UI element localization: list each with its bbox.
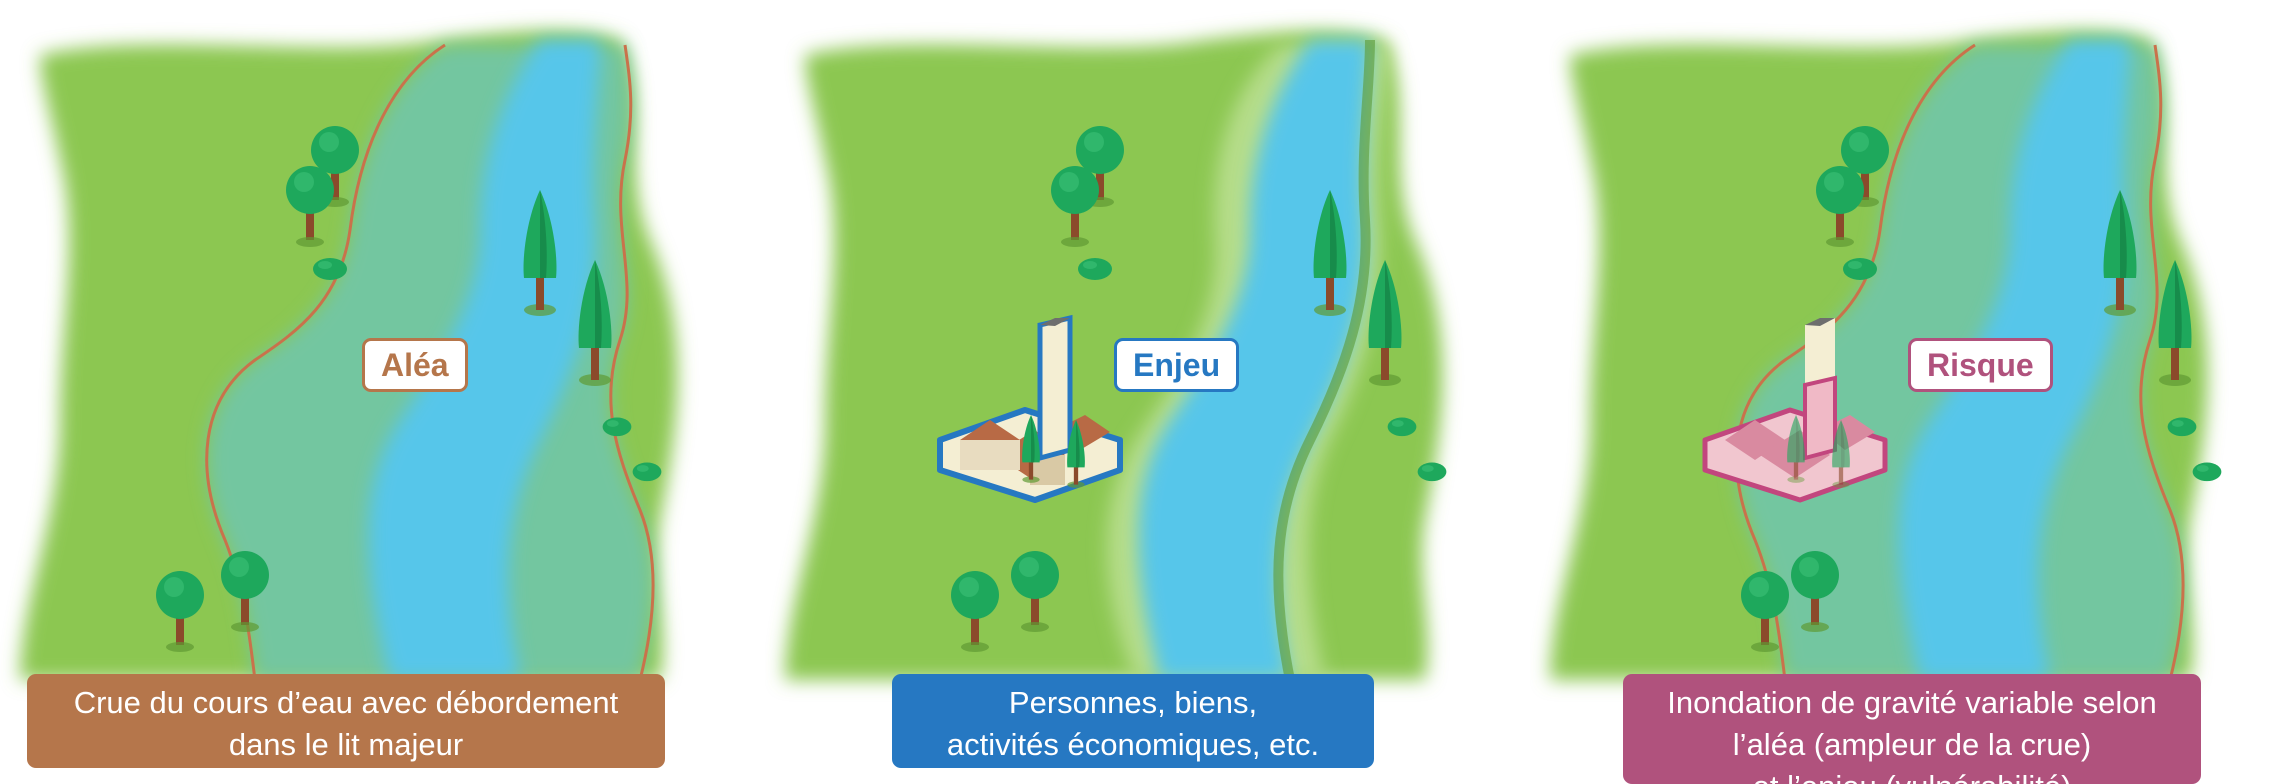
tag-enjeu: Enjeu [1114, 338, 1240, 392]
river [1138, 40, 1370, 680]
caption-alea: Crue du cours d’eau avec débordement dan… [27, 674, 665, 768]
caption-line: Inondation de gravité variable selon [1667, 685, 2157, 720]
floodplain-border-right [2139, 44, 2185, 681]
panel-enjeu: Enjeu Personnes, biens, activités économ… [765, 0, 1530, 784]
caption-enjeu: Personnes, biens, activités économiques,… [892, 674, 1374, 768]
tower-icon [1803, 375, 1837, 461]
landscape-risque [1550, 30, 2222, 681]
caption-line: activités économiques, etc. [946, 727, 1320, 762]
floodplain-border-right [609, 44, 655, 681]
village-icon [937, 314, 1123, 503]
landscape-enjeu [785, 30, 1447, 681]
landscape-alea [20, 30, 678, 681]
tag-alea: Aléa [362, 338, 468, 392]
village-icon [1702, 318, 1888, 503]
tag-risque: Risque [1908, 338, 2053, 392]
caption-line: dans le lit majeur [228, 727, 464, 762]
caption-risque: Inondation de gravité variable selon l’a… [1623, 674, 2201, 784]
caption-line: Personnes, biens, [1008, 685, 1258, 720]
caption-line: Crue du cours d’eau avec débordement [73, 685, 619, 720]
panel-risque: Risque Inondation de gravité variable se… [1530, 0, 2295, 784]
tower-icon [1037, 314, 1073, 462]
river-edge-shadow [1273, 39, 1375, 681]
caption-line: l’aléa (ampleur de la crue) [1732, 727, 2092, 762]
caption-line: et l’enjeu (vulnérabilité) [1753, 766, 2072, 784]
panel-alea: Aléa Crue du cours d’eau avec débordemen… [0, 0, 765, 784]
